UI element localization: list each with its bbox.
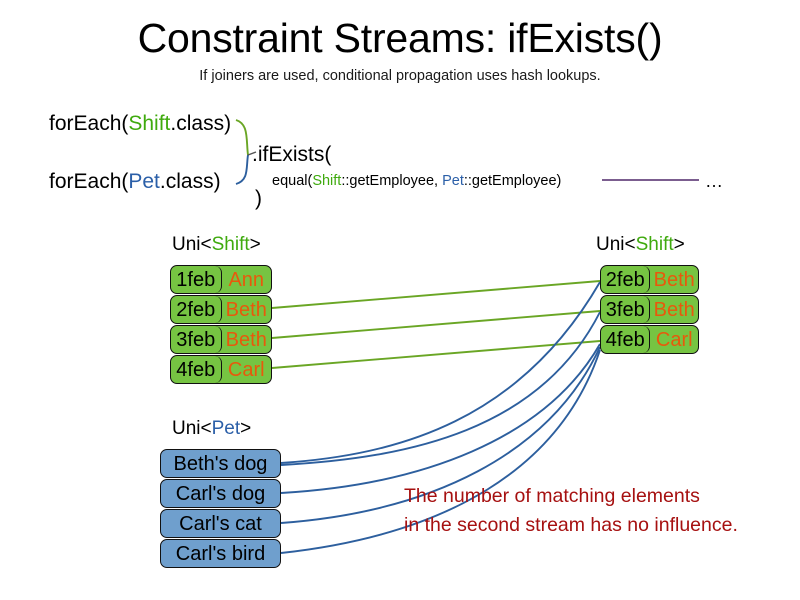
code-ellipsis: … [705, 171, 723, 191]
code-equal-right-method: ::getEmployee) [463, 173, 562, 189]
shift-date-cell: 1feb [171, 266, 222, 293]
list-item[interactable]: Beth's dog [160, 449, 281, 478]
brace-lower-arm-blue [235, 154, 249, 185]
shift-employee-cell: Beth [225, 328, 267, 351]
page-title: Constraint Streams: ifExists() [137, 15, 663, 61]
code-equal-joiner: equal(Shift::getEmployee, Pet::getEmploy… [272, 171, 561, 191]
annotation-text: The number of matching elements in the se… [404, 482, 738, 540]
shift-employee-cell: Beth [653, 298, 695, 321]
shift-employee-cell: Ann [228, 268, 265, 291]
code-foreach-shift-type: Shift [128, 112, 171, 135]
list-item[interactable]: Carl's dog [160, 479, 281, 508]
label-left-prefix: Uni< [172, 234, 212, 255]
shift-employee-cell: Carl [227, 358, 265, 381]
code-foreach-shift-prefix: forEach( [49, 112, 129, 135]
table-row[interactable]: 4feb Carl [600, 325, 699, 354]
annotation-line-1: The number of matching elements [404, 485, 700, 507]
annotation-line-2: in the second stream has no influence. [404, 514, 738, 536]
label-right-shift-stream: Uni<Shift> [596, 233, 685, 257]
code-ifexists-call: .ifExists( [252, 143, 332, 166]
curve-carlsdog-to-4feb [280, 343, 601, 494]
curve-bethsdog-to-3feb [280, 311, 601, 466]
shift-employee-cell: Beth [225, 298, 267, 321]
link-left4feb-to-right4feb [271, 340, 601, 369]
shift-match-lines-green [271, 280, 601, 369]
shift-date-cell: 3feb [171, 326, 222, 353]
label-pet-prefix: Uni< [172, 418, 212, 439]
code-foreach-pet-suffix: .class) [159, 170, 221, 193]
list-item[interactable]: Carl's cat [160, 509, 281, 538]
shift-date-cell: 4feb [171, 356, 222, 383]
code-equal-left-type: Shift [312, 173, 342, 189]
code-foreach-pet-prefix: forEach( [49, 170, 129, 193]
shift-employee-cell: Beth [653, 268, 695, 291]
table-row[interactable]: 1feb Ann [170, 265, 272, 294]
shift-date-cell: 3feb [601, 296, 651, 323]
code-foreach-shift-suffix: .class) [170, 112, 232, 135]
code-foreach-pet-type: Pet [128, 170, 160, 193]
label-pet-type: Pet [211, 418, 241, 439]
label-right-prefix: Uni< [596, 234, 636, 255]
table-row[interactable]: 3feb Beth [600, 295, 699, 324]
pet-name-cell: Carl's bird [175, 542, 266, 565]
label-right-type: Shift [635, 234, 674, 255]
code-equal-right-type: Pet [442, 173, 464, 189]
list-item[interactable]: Carl's bird [160, 539, 281, 568]
table-row[interactable]: 4feb Carl [170, 355, 272, 384]
label-pet-stream: Uni<Pet> [172, 417, 251, 441]
label-right-suffix: > [673, 234, 685, 255]
link-left3feb-to-right3feb [271, 310, 601, 339]
code-equal-prefix: equal( [272, 173, 313, 189]
shift-date-cell: 4feb [601, 326, 651, 353]
shift-date-cell: 2feb [601, 266, 651, 293]
label-pet-suffix: > [240, 418, 252, 439]
code-closing-paren: ) [255, 187, 262, 210]
code-foreach-shift: forEach(Shift.class) [49, 111, 231, 137]
code-foreach-pet: forEach(Pet.class) [49, 169, 221, 195]
shift-date-cell: 2feb [171, 296, 222, 323]
label-left-shift-stream: Uni<Shift> [172, 233, 261, 257]
curve-bethsdog-to-2feb [280, 281, 601, 464]
brace-upper-arm-green [235, 119, 249, 156]
table-row[interactable]: 3feb Beth [170, 325, 272, 354]
table-row[interactable]: 2feb Beth [600, 265, 699, 294]
label-left-suffix: > [249, 234, 261, 255]
table-row[interactable]: 2feb Beth [170, 295, 272, 324]
link-left2feb-to-right2feb [271, 280, 601, 309]
page-subtitle: If joiners are used, conditional propaga… [199, 68, 601, 84]
pet-name-cell: Beth's dog [173, 452, 268, 475]
label-left-type: Shift [211, 234, 250, 255]
pet-name-cell: Carl's cat [179, 512, 262, 535]
code-equal-left-method: ::getEmployee, [341, 173, 443, 189]
pet-name-cell: Carl's dog [175, 482, 266, 505]
shift-employee-cell: Carl [655, 328, 693, 351]
